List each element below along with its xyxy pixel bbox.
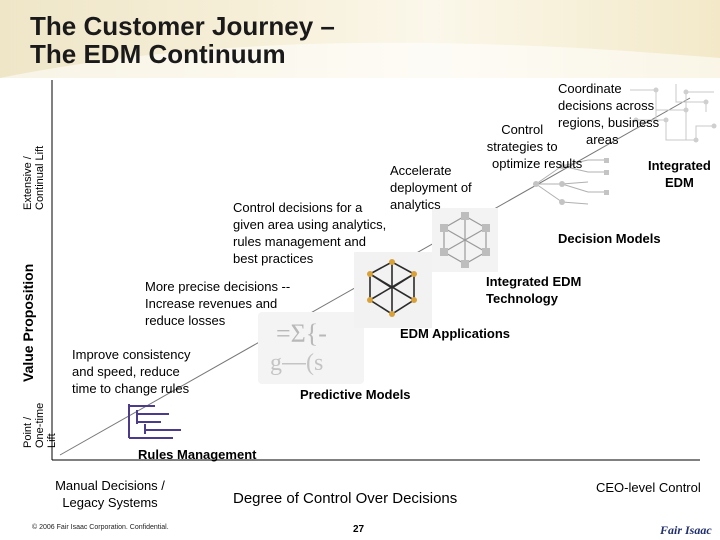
company-logo: Fair Isaac	[660, 523, 712, 537]
stage-1-desc-line: Improve consistency	[72, 347, 191, 362]
svg-text:g⎯⎯(s: g⎯⎯(s	[270, 350, 323, 376]
title-banner	[0, 0, 720, 88]
stage-6-desc-line: Coordinate	[558, 81, 622, 96]
title-line-2: The EDM Continuum	[30, 39, 286, 69]
stage-6-desc-line: areas	[586, 132, 619, 147]
stage-4-name-line: Integrated EDM	[486, 274, 582, 289]
stage-5-description: Control strategies to optimize results	[462, 121, 583, 172]
stage-1-desc-line: time to change rules	[72, 381, 190, 396]
page-title: The Customer Journey – The EDM Continuum	[30, 12, 335, 68]
stage-1-desc-line: and speed, reduce	[72, 364, 180, 379]
stage-4-desc-line: analytics	[390, 197, 441, 212]
stage-1-name: Rules Management	[138, 447, 257, 462]
stage-2-desc-line: More precise decisions --	[145, 279, 291, 294]
stage-5-name: Decision Models	[558, 231, 661, 246]
title-line-1: The Customer Journey –	[30, 11, 335, 41]
y-axis-bottom-label: Point / One-time Lift	[22, 403, 58, 448]
stage-4-description: Accelerate deployment of analytics	[390, 162, 472, 213]
stage-6-description: Coordinate decisions across regions, bus…	[558, 80, 659, 148]
stage-6-name: Integrated EDM	[648, 157, 711, 191]
circuit-network-icon	[626, 80, 718, 152]
decision-tree-icon	[526, 156, 612, 212]
y-axis-top-label: Extensive / Continual Lift	[22, 146, 46, 210]
stage-3-desc-line: best practices	[233, 251, 314, 266]
cube-network-icon	[354, 252, 432, 328]
banner-swoosh	[0, 42, 720, 88]
stage-6-desc-line: decisions across	[558, 98, 655, 113]
stage-3-desc-line: rules management and	[233, 234, 366, 249]
stage-5-desc-line: optimize results	[492, 156, 583, 171]
page-number: 27	[353, 524, 365, 535]
copyright-notice: © 2006 Fair Isaac Corporation. Confident…	[32, 524, 169, 531]
x-axis-label: Degree of Control Over Decisions	[233, 490, 458, 507]
x-left-line-1: Manual Decisions /	[55, 478, 165, 493]
y-top-line-2: Continual Lift	[34, 145, 46, 210]
stage-1-description: Improve consistency and speed, reduce ti…	[72, 346, 191, 397]
y-bottom-line-1: Point /	[22, 416, 34, 448]
hex-network-icon	[432, 208, 498, 272]
stage-5-desc-line: strategies to	[486, 139, 558, 154]
x-axis-left-label: Manual Decisions / Legacy Systems	[30, 477, 190, 511]
stage-2-desc-line: Increase revenues and	[145, 296, 278, 311]
stage-6-desc-line: regions, business	[558, 115, 660, 130]
stage-2-desc-line: reduce losses	[145, 313, 226, 328]
y-axis-label: Value Proposition	[20, 263, 36, 382]
stage-3-name: EDM Applications	[400, 326, 511, 341]
stage-2-name: Predictive Models	[300, 387, 411, 402]
x-axis-right-label: CEO-level Control	[596, 480, 701, 495]
y-bottom-line-2: One-time	[34, 402, 46, 448]
stage-5-desc-line: Control	[501, 122, 544, 137]
stage-6-name-line: EDM	[664, 175, 694, 190]
stage-4-desc-line: deployment of	[390, 180, 472, 195]
stage-4-name-line: Technology	[486, 291, 558, 306]
y-top-line-1: Extensive /	[22, 156, 34, 210]
formula-icon: =Σ{- g⎯⎯(s	[258, 312, 364, 384]
stage-6-name-line: Integrated	[648, 158, 711, 173]
y-bottom-line-3: Lift	[46, 433, 58, 448]
x-left-line-2: Legacy Systems	[62, 495, 158, 510]
stage-3-description: Control decisions for a given area using…	[233, 199, 386, 267]
rules-tree-icon	[128, 404, 181, 439]
svg-text:=Σ{-: =Σ{-	[276, 319, 327, 348]
stage-2-description: More precise decisions -- Increase reven…	[145, 278, 290, 329]
stage-4-desc-line: Accelerate	[390, 163, 452, 178]
stage-4-name: Integrated EDM Technology	[486, 273, 581, 307]
stage-3-desc-line: given area using analytics,	[233, 217, 387, 232]
stage-3-desc-line: Control decisions for a	[233, 200, 363, 215]
